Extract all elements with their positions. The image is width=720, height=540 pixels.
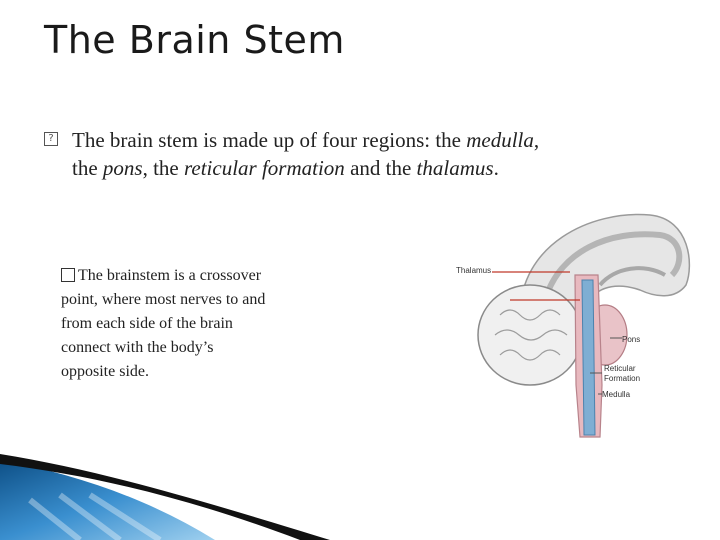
bullet1-text-b: , (533, 128, 540, 152)
brainstem-diagram: Thalamus Pons Reticular Formation Medull… (456, 213, 691, 438)
bullet1-text-d: , the (142, 156, 184, 180)
label-reticular-1: Reticular (604, 364, 636, 373)
reticular-formation-shape (581, 279, 596, 436)
bullet1-text-f: . (493, 156, 499, 180)
bullet-brainstem-regions: ? The brain stem is made up of four regi… (44, 126, 684, 182)
label-thalamus: Thalamus (456, 266, 491, 275)
bullet-box-icon (61, 268, 75, 282)
cerebrum-shape (519, 213, 691, 316)
bullet-crossover: The brainstem is a crossover point, wher… (61, 264, 271, 384)
bullet1-text-e: and the (344, 156, 417, 180)
term-medulla: medulla (466, 128, 534, 152)
slide-title: The Brain Stem (44, 18, 345, 62)
bullet1-text-a: The brain stem is made up of four region… (72, 128, 467, 152)
label-medulla: Medulla (602, 390, 631, 399)
bullet-box-icon: ? (44, 132, 58, 146)
term-reticular-formation: reticular formation (184, 156, 345, 180)
label-reticular-2: Formation (604, 374, 640, 383)
decorative-corner (0, 454, 330, 540)
label-pons: Pons (622, 335, 640, 344)
term-thalamus: thalamus (416, 156, 494, 180)
term-pons: pons (102, 156, 143, 180)
bullet2-text: The brainstem is a crossover point, wher… (61, 267, 266, 380)
bullet1-text-c: the (72, 156, 103, 180)
